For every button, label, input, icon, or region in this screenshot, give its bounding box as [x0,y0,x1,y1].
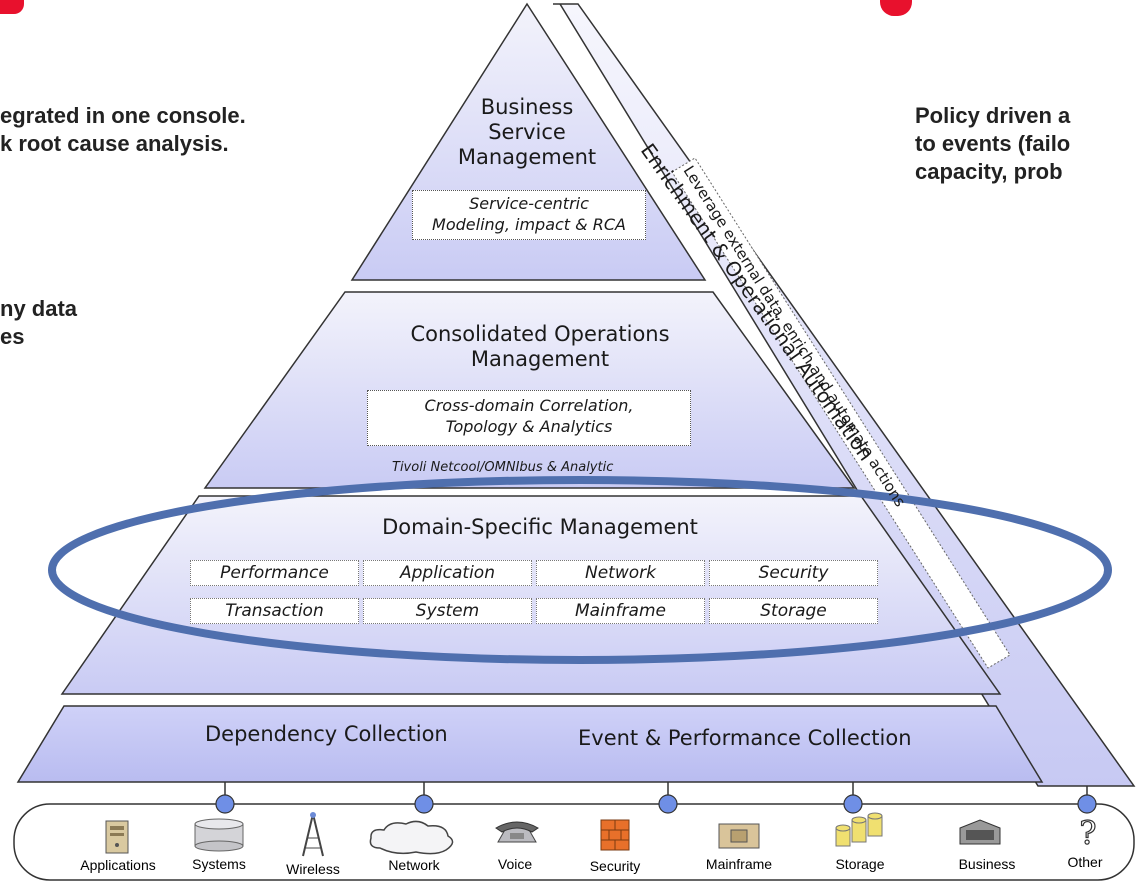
source-label-wireless: Wireless [286,861,340,877]
tier-top-title-line: Business [480,95,574,119]
source-label-network: Network [388,857,440,873]
domain-cell-application: Application [363,560,532,586]
connector-dot [215,794,235,814]
question-mark-icon: ? [1079,814,1097,850]
domain-cell-mainframe: Mainframe [536,598,705,624]
tier-top-title-line: Management [457,145,597,169]
domain-cell-storage: Storage [709,598,878,624]
source-label-applications: Applications [80,857,156,873]
business-server-icon [959,819,1001,845]
right-text-line-3: capacity, prob [915,159,1063,184]
left-text-line-4: es [0,324,25,349]
storage-array-icon [835,812,883,847]
svg-text:?: ? [1079,814,1096,850]
tier-middle-title-line: Consolidated Operations [410,322,670,346]
network-cloud-icon [369,820,454,855]
left-text-line-3: ny data [0,296,78,321]
connector-stems [224,782,1088,803]
mainframe-icon [718,823,760,849]
connector-dot [843,794,863,814]
title-fragment-left [0,0,24,14]
domain-cell-performance: Performance [190,560,359,586]
left-text-line-2: k root cause analysis. [0,131,229,156]
domain-cell-network: Network [536,560,705,586]
telephone-icon [495,821,539,843]
tier-base-shape [16,705,1044,783]
right-text-line-2: to events (failo [915,131,1071,156]
connector-dot [414,794,434,814]
connector-dot [1077,794,1097,814]
tier-middle-box-line: Topology & Analytics [445,417,613,436]
left-text-line-1: egrated in one console. [0,103,246,128]
dependency-collection-label: Dependency Collection [205,722,448,746]
tier-domain-title: Domain-Specific Management [382,515,698,539]
title-fragment-right [880,0,912,16]
tier-top-title: Business Service Management [447,95,607,170]
tier-middle-title: Consolidated Operations Management [380,322,700,372]
source-label-voice: Voice [497,856,533,872]
tier-top-box-line: Service-centric [469,194,589,213]
tier-middle-box: Cross-domain Correlation, Topology & Ana… [367,390,691,446]
source-label-storage: Storage [835,856,885,872]
domain-cell-system: System [363,598,532,624]
server-icon [105,820,129,854]
tier-middle-box-line: Cross-domain Correlation, [424,396,634,415]
firewall-icon [600,819,630,851]
domain-highlight-ellipse [48,476,1112,664]
disk-cylinder-icon [194,818,244,852]
source-label-other: Other [1067,854,1103,870]
wireless-tower-icon [302,812,324,857]
tier-middle-title-line: Management [470,347,610,371]
tier-top-title-line: Service [488,120,566,144]
event-performance-collection-label: Event & Performance Collection [578,726,912,750]
domain-cell-transaction: Transaction [190,598,359,624]
source-label-security: Security [589,858,641,874]
source-label-mainframe: Mainframe [705,856,773,872]
source-label-systems: Systems [192,856,246,872]
tier-top-box-line: Modeling, impact & RCA [432,215,626,234]
connector-dot [658,794,678,814]
right-text-line-1: Policy driven a [915,103,1071,128]
enrichment-dotted-band [671,157,1011,669]
source-label-business: Business [958,856,1016,872]
tier-middle-product: Tivoli Netcool/OMNIbus & Analytic [392,460,614,475]
domain-cell-security: Security [709,560,878,586]
tier-top-box: Service-centric Modeling, impact & RCA [412,190,646,240]
